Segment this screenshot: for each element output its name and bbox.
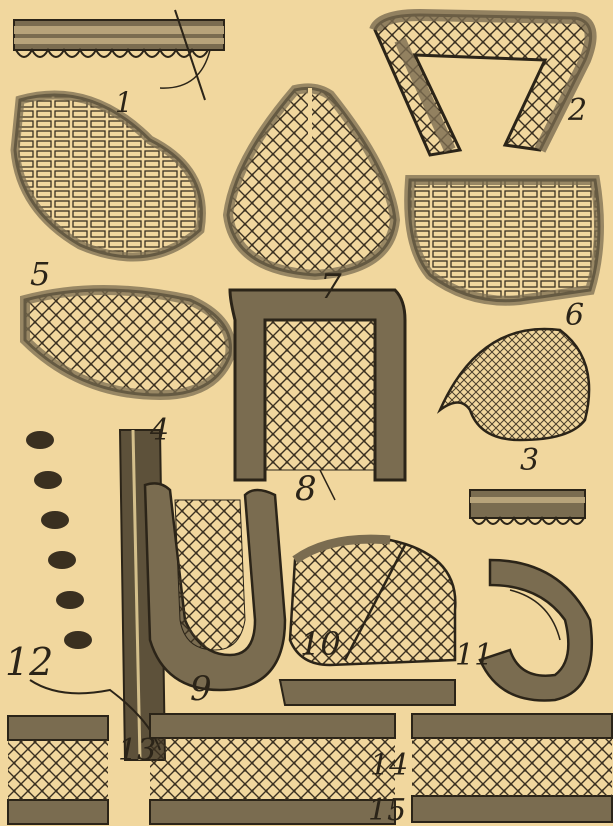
figure-label-2: 2 bbox=[567, 93, 587, 128]
figure-4 bbox=[25, 290, 231, 395]
figure-14 bbox=[150, 714, 395, 824]
figure-label-11: 11 bbox=[455, 638, 493, 673]
figure-label-5: 5 bbox=[30, 255, 50, 293]
figure-13 bbox=[8, 716, 108, 824]
figure-label-6: 6 bbox=[565, 298, 584, 333]
figure-label-10: 10 bbox=[300, 625, 341, 663]
figure-label-13: 13 bbox=[118, 733, 156, 768]
figure-label-8: 8 bbox=[295, 469, 317, 509]
figure-label-7: 7 bbox=[320, 267, 342, 307]
figure-12 bbox=[26, 430, 165, 760]
figure-9 bbox=[145, 483, 285, 690]
figure-8 bbox=[230, 290, 405, 500]
figure-11 bbox=[480, 560, 592, 701]
figure-2 bbox=[375, 15, 591, 155]
figure-15 bbox=[412, 714, 612, 822]
figure-label-9: 9 bbox=[190, 669, 212, 709]
figure-7 bbox=[228, 88, 395, 275]
figure-label-3: 3 bbox=[520, 443, 539, 478]
figure-label-12: 12 bbox=[5, 640, 53, 684]
figure-label-14: 14 bbox=[370, 748, 408, 783]
figure-3 bbox=[440, 329, 589, 440]
figure-label-1: 1 bbox=[115, 86, 133, 119]
figure-5 bbox=[15, 95, 201, 257]
figure-10 bbox=[280, 539, 455, 705]
small-braid bbox=[470, 490, 585, 524]
figure-label-15: 15 bbox=[368, 793, 406, 826]
figure-6 bbox=[409, 180, 599, 301]
figure-label-4: 4 bbox=[149, 413, 169, 448]
